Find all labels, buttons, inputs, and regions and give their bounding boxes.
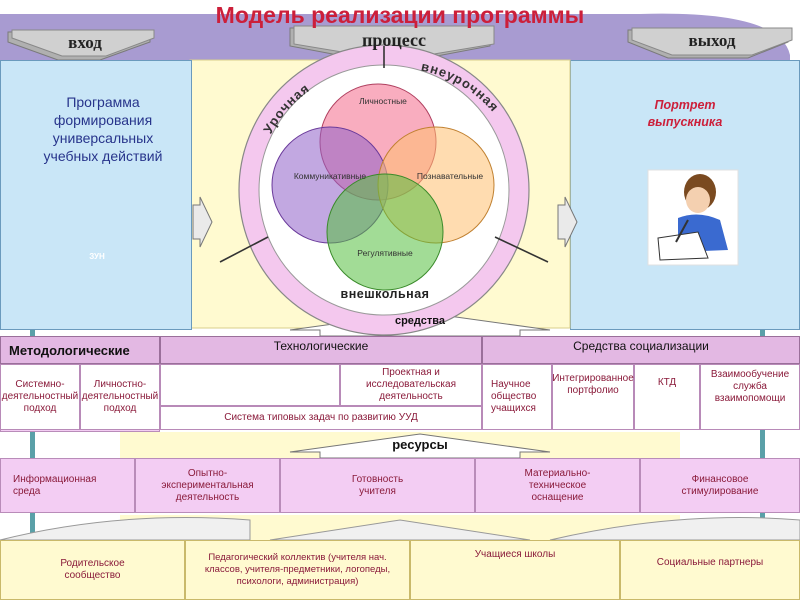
- circle-cognitive-label: Познавательные: [416, 171, 484, 181]
- means-label: средства: [394, 315, 446, 327]
- tech-item-tasks: Система типовых задач по развитию УУД: [160, 406, 482, 430]
- right-panel-text: Портрет выпускника: [647, 98, 723, 129]
- right-connector: [760, 330, 765, 550]
- resources-label: ресурсы: [392, 437, 448, 452]
- resource-experimental: Опытно-экспериментальная деятельность: [135, 458, 280, 513]
- input-label: вход: [68, 33, 102, 52]
- student-writing-icon: [647, 169, 739, 266]
- participant-partners: Социальные партнеры: [620, 540, 800, 600]
- socialization-header: Средства социализации: [482, 336, 800, 364]
- left-panel: [0, 60, 192, 330]
- social-item-society: Научное общество учащихся: [482, 364, 552, 430]
- social-item-mutual: Взаимообучение служба взаимопомощи: [700, 364, 800, 430]
- participant-students: Учащиеся школы: [410, 540, 620, 600]
- technological-header-text: Технологические: [273, 339, 369, 353]
- technological-header: Технологические: [160, 336, 482, 364]
- participants-arrow-right: [549, 517, 800, 541]
- method-item-2: Личностно-деятельностный подход: [80, 364, 160, 430]
- process-label: процесс: [362, 30, 426, 50]
- participants-arrow-left: [0, 517, 251, 541]
- method-item-1: Системно-деятельностный подход: [0, 364, 80, 430]
- participant-parents: Родительское сообщество: [0, 540, 185, 600]
- methodological-header-text: Методологические: [9, 342, 130, 358]
- bottom-arc-label: внешкольная: [340, 287, 430, 301]
- social-item-ktd: КТД: [634, 364, 700, 430]
- resource-info-environment: Информационная среда: [0, 458, 135, 513]
- circle-communicative-label: Коммуникативные: [293, 171, 367, 181]
- left-connector: [30, 330, 35, 550]
- methodological-header: Методологические: [0, 336, 160, 364]
- arrow-right-icon: [192, 196, 213, 248]
- circle-regulatory: [326, 173, 444, 291]
- circle-regulatory-label: Регулятивные: [357, 248, 413, 258]
- social-item-portfolio: Интегрированное портфолио: [552, 364, 634, 430]
- output-label: выход: [688, 31, 736, 50]
- resource-material: Материально-техническое оснащение: [475, 458, 640, 513]
- left-panel-text: Программа формирования универсальных уче…: [43, 94, 163, 164]
- resource-teacher-readiness: Готовность учителя: [280, 458, 475, 513]
- ring-inner-label: ЗУН: [89, 252, 105, 261]
- circle-personal-label: Личностные: [359, 96, 407, 106]
- tech-item-project: Проектная и исследовательская деятельнос…: [340, 364, 482, 406]
- resource-financial: Финансовое стимулирование: [640, 458, 800, 513]
- resources-arrow: [289, 433, 551, 459]
- arrow-right-icon: [557, 196, 578, 248]
- socialization-header-text: Средства социализации: [573, 339, 709, 353]
- participant-teachers: Педагогический коллектив (учителя нач. к…: [185, 540, 410, 600]
- tech-empty-cell: [160, 364, 340, 406]
- page-title: Модель реализации программы: [215, 2, 585, 28]
